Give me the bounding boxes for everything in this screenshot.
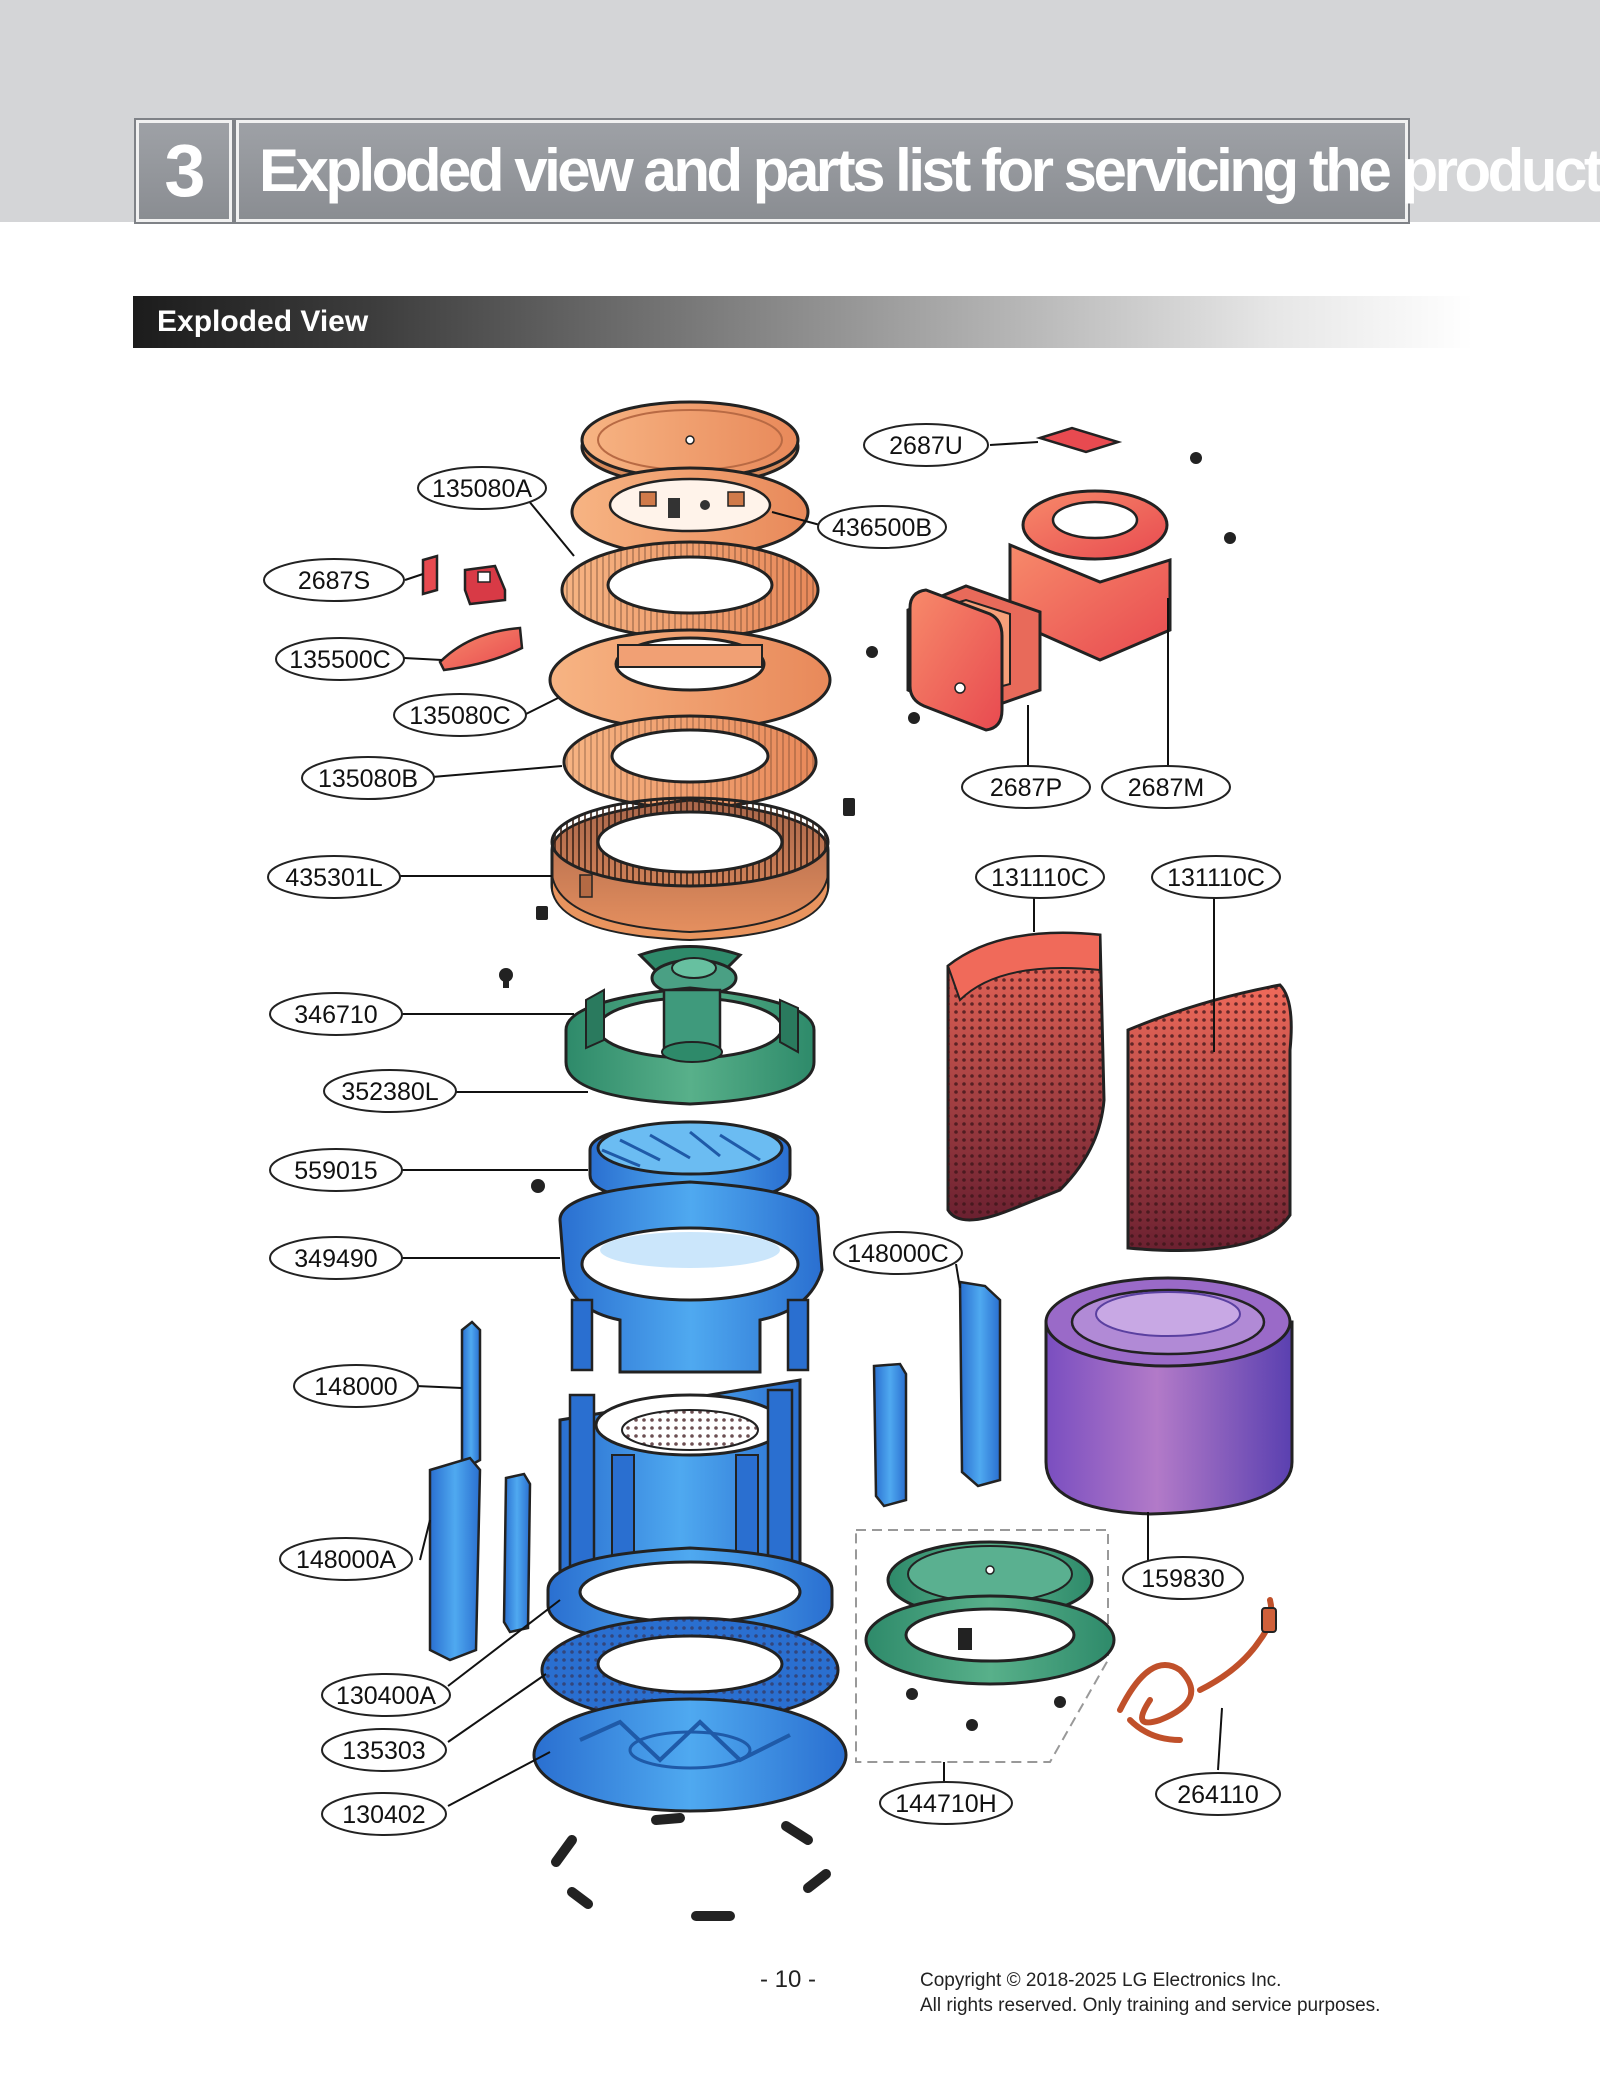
callout-135080A: 135080A xyxy=(417,466,547,510)
callout-135080C: 135080C xyxy=(393,693,527,737)
callout-131110C-b: 131110C xyxy=(1151,855,1281,899)
callout-144710H: 144710H xyxy=(879,1781,1013,1825)
svg-text:131110C: 131110C xyxy=(991,864,1089,892)
frame-130400A xyxy=(546,1378,834,1648)
svg-text:559015: 559015 xyxy=(294,1157,377,1185)
svg-text:130402: 130402 xyxy=(342,1801,425,1829)
plate-148000C xyxy=(872,1280,1002,1508)
svg-text:264110: 264110 xyxy=(1177,1781,1259,1809)
svg-text:148000C: 148000C xyxy=(847,1240,948,1268)
svg-text:148000: 148000 xyxy=(314,1373,397,1401)
callout-2687S: 2687S xyxy=(263,558,405,602)
callout-135500C: 135500C xyxy=(275,637,405,681)
part-2687U xyxy=(1035,426,1123,454)
svg-text:435301L: 435301L xyxy=(285,864,382,892)
svg-text:436500B: 436500B xyxy=(832,514,932,542)
copyright-notice: Copyright © 2018-2025 LG Electronics Inc… xyxy=(920,1968,1380,2018)
callout-148000: 148000 xyxy=(293,1364,419,1408)
assembly-144710H xyxy=(855,1529,1116,1763)
housing-349490 xyxy=(558,1180,824,1374)
callout-435301L: 435301L xyxy=(267,855,401,899)
callout-2687U: 2687U xyxy=(863,423,989,467)
callout-135080B: 135080B xyxy=(301,756,435,800)
svg-text:2687P: 2687P xyxy=(990,774,1062,802)
filter-159830 xyxy=(1044,1276,1294,1516)
page-number: - 10 - xyxy=(760,1966,817,1993)
svg-text:135500C: 135500C xyxy=(289,646,390,674)
copyright-line-1: Copyright © 2018-2025 LG Electronics Inc… xyxy=(920,1970,1282,1991)
callout-135303: 135303 xyxy=(321,1728,447,1772)
svg-text:135080C: 135080C xyxy=(409,702,510,730)
svg-text:349490: 349490 xyxy=(294,1245,377,1273)
chapter-title: Exploded view and parts list for servici… xyxy=(236,120,1600,222)
callout-148000A: 148000A xyxy=(279,1537,413,1581)
part-135500C xyxy=(438,626,524,672)
callout-352380L: 352380L xyxy=(323,1069,457,1113)
section-title: Exploded View xyxy=(157,305,369,338)
rubber-feet xyxy=(551,1813,831,1921)
svg-text:159830: 159830 xyxy=(1141,1565,1224,1593)
svg-text:2687U: 2687U xyxy=(889,432,963,460)
callout-559015: 559015 xyxy=(269,1148,403,1192)
part-2687S xyxy=(421,554,507,606)
svg-text:144710H: 144710H xyxy=(895,1790,996,1818)
ring-436500B xyxy=(570,466,810,558)
callout-130402: 130402 xyxy=(321,1792,447,1836)
callout-349490: 349490 xyxy=(269,1236,403,1280)
ring-135303 xyxy=(540,1616,840,1724)
screw-icon xyxy=(866,452,1236,724)
svg-text:131110C: 131110C xyxy=(1167,864,1265,892)
copyright-line-2: All rights reserved. Only training and s… xyxy=(920,1995,1381,2016)
svg-text:135303: 135303 xyxy=(342,1737,425,1765)
svg-text:352380L: 352380L xyxy=(341,1078,438,1106)
svg-text:346710: 346710 xyxy=(294,1001,377,1029)
leader-lines xyxy=(400,441,1223,1807)
plate-148000 xyxy=(460,1320,482,1473)
shell-131110C-right xyxy=(1126,983,1293,1253)
svg-text:2687M: 2687M xyxy=(1128,774,1204,802)
plate-148000A xyxy=(428,1456,532,1662)
fan-mount-346710 xyxy=(564,945,816,1106)
svg-text:130400A: 130400A xyxy=(336,1682,436,1710)
callout-130400A: 130400A xyxy=(321,1673,451,1717)
callout-436500B: 436500B xyxy=(817,505,947,549)
svg-text:2687S: 2687S xyxy=(298,567,370,595)
callout-346710: 346710 xyxy=(269,992,403,1036)
part-front-cover xyxy=(908,588,1004,732)
callout-2687M: 2687M xyxy=(1101,765,1231,809)
svg-text:148000A: 148000A xyxy=(296,1546,396,1574)
section-bar: Exploded View xyxy=(133,296,1473,348)
fan-559015 xyxy=(588,1120,792,1206)
base-130402 xyxy=(532,1697,848,1813)
callout-159830: 159830 xyxy=(1122,1556,1244,1600)
svg-text:135080A: 135080A xyxy=(432,475,532,503)
callout-131110C-a: 131110C xyxy=(975,855,1105,899)
callout-264110: 264110 xyxy=(1155,1772,1281,1816)
svg-text:135080B: 135080B xyxy=(318,765,418,793)
chapter-number: 3 xyxy=(136,120,232,222)
callout-148000C: 148000C xyxy=(833,1231,963,1275)
ring-135080A xyxy=(560,540,820,640)
housing-435301L xyxy=(550,796,830,942)
shell-131110C-left xyxy=(946,931,1106,1222)
part-2687M xyxy=(1008,489,1172,662)
power-cord-264110 xyxy=(1117,1597,1277,1743)
callout-2687P: 2687P xyxy=(961,765,1091,809)
ring-135080B xyxy=(562,714,818,810)
screw-icon xyxy=(499,798,855,1193)
ring-135080C xyxy=(548,628,832,732)
top-cover xyxy=(580,400,800,487)
